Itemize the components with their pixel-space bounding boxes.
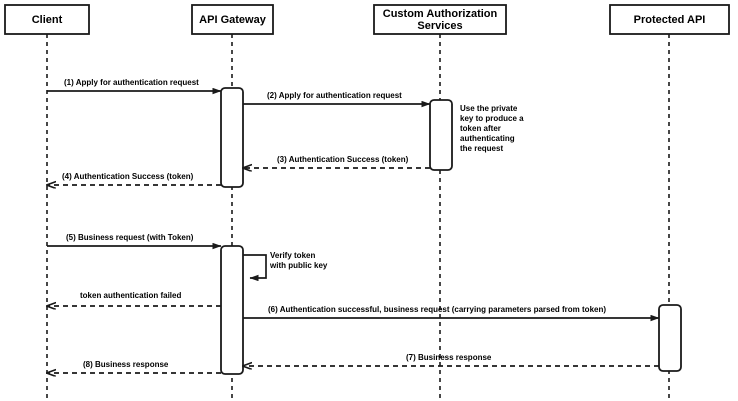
message-label-8: (8) Business response	[83, 360, 169, 369]
participant-box-protected[interactable]	[609, 4, 730, 35]
message-label-4: (4) Authentication Success (token)	[62, 172, 194, 181]
activation-bar-gw-business	[220, 245, 244, 375]
note-auth-note: Use the private key to produce a token a…	[460, 104, 524, 153]
message-label-7: (7) Business response	[406, 353, 492, 362]
participant-boxes-group	[4, 4, 730, 35]
activation-bar-api-business	[658, 304, 682, 372]
message-label-6: (6) Authentication successful, business …	[268, 305, 607, 314]
participant-box-auth[interactable]	[373, 4, 507, 35]
self-message-label: Verify token with public key	[270, 251, 328, 270]
message-label-1: (1) Apply for authentication request	[64, 78, 199, 87]
participant-box-gateway[interactable]	[191, 4, 274, 35]
lifelines-group	[46, 34, 670, 398]
message-arrows-group	[47, 87, 660, 373]
activation-bars-group	[220, 87, 682, 375]
message-label-token-auth-failed: token authentication failed	[80, 291, 182, 300]
message-label-3: (3) Authentication Success (token)	[277, 155, 409, 164]
message-label-2: (2) Apply for authentication request	[267, 91, 402, 100]
participant-box-client[interactable]	[4, 4, 90, 35]
message-label-5: (5) Business request (with Token)	[66, 233, 194, 242]
activation-bar-auth-work	[429, 99, 453, 171]
self-message-group	[243, 254, 267, 282]
activation-bar-gw-auth	[220, 87, 244, 188]
self-message-arrow	[243, 254, 267, 282]
